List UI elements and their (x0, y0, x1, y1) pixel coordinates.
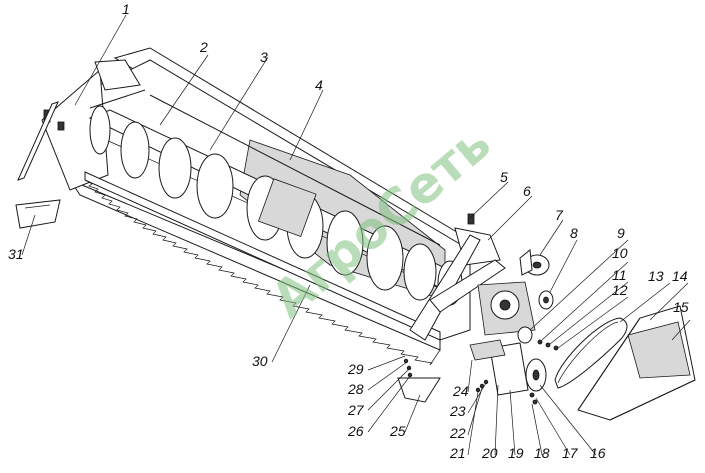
callout-2: 2 (199, 39, 208, 55)
callout-12: 12 (612, 282, 628, 298)
belt-guard (577, 305, 696, 421)
callout-30: 30 (252, 353, 268, 369)
callout-24: 24 (452, 383, 469, 399)
callout-25: 25 (389, 423, 406, 439)
sprocket (519, 249, 550, 276)
callout-5: 5 (500, 169, 508, 185)
drive-side (397, 213, 559, 405)
callout-13: 13 (648, 268, 664, 284)
callout-18: 18 (534, 445, 550, 461)
pulley (538, 290, 554, 310)
callout-14: 14 (672, 268, 688, 284)
callout-31: 31 (8, 246, 24, 262)
callout-labels: 1 2 3 4 5 6 7 8 9 10 11 12 13 14 15 16 1… (8, 1, 689, 461)
callout-28: 28 (347, 381, 364, 397)
callout-15: 15 (673, 299, 689, 315)
callout-26: 26 (347, 423, 364, 439)
callout-17: 17 (562, 445, 579, 461)
callout-22: 22 (449, 425, 466, 441)
callout-4: 4 (315, 77, 323, 93)
callout-27: 27 (347, 402, 365, 418)
callout-3: 3 (260, 49, 268, 65)
callout-10: 10 (612, 245, 628, 261)
callout-9: 9 (617, 225, 625, 241)
callout-19: 19 (508, 445, 524, 461)
leader-lines (21, 14, 691, 456)
callout-7: 7 (555, 207, 564, 223)
callout-20: 20 (481, 445, 498, 461)
cutter-bar (84, 171, 441, 366)
callout-6: 6 (523, 183, 531, 199)
callout-16: 16 (590, 445, 606, 461)
left-shoe (15, 199, 61, 229)
callout-11: 11 (612, 267, 627, 283)
callout-1: 1 (122, 1, 130, 17)
callout-23: 23 (449, 403, 466, 419)
callout-29: 29 (347, 361, 364, 377)
callout-8: 8 (570, 225, 578, 241)
belt (554, 317, 628, 389)
callout-21: 21 (449, 445, 466, 461)
